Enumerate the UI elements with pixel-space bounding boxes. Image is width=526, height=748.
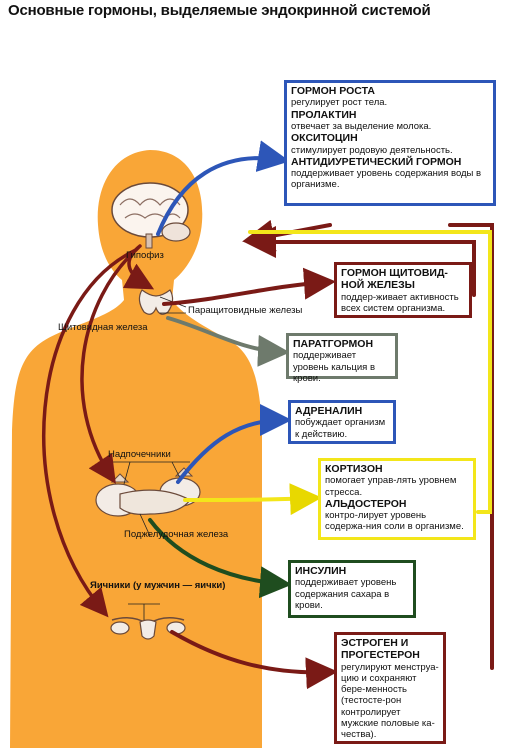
hormone-text: регулирует рост тела. [291,97,388,109]
arrow-pituitary-ovaries [42,248,138,618]
brain-icon [111,182,191,249]
arrow-parathyroid-gray [166,316,290,367]
hormone-text: контро-лирует уровень содержа-ния соли в… [325,510,464,533]
hormone-text: поддерживает уровень содержания воды в о… [291,168,482,191]
arrow-cortisol-loop [248,230,492,514]
hormone-title: ГОРМОН ЩИТОВИД-НОЙ ЖЕЛЕЗЫ [341,267,448,292]
hormone-title: ПРОЛАКТИН [291,108,357,121]
arrow-ovaries-red [170,630,338,690]
arrow-pancreas-green [148,518,292,599]
box-adrenaline: АДРЕНАЛИН побуждает организм к действию. [288,400,396,444]
arrow-pituitary-adrenal [80,246,140,484]
hormone-title: АЛЬДОСТЕРОН [325,497,407,510]
box-insulin: ИНСУЛИН поддерживает уровень содержания … [288,560,416,618]
hormone-text: побуждает организм к действию. [295,417,386,440]
box-estrogen-progesterone: ЭСТРОГЕН И ПРОГЕСТЕРОН регулируют менстр… [334,632,446,744]
label-hypophysis: Гипофиз [126,250,164,261]
arrow-adrenal-blue [176,404,292,484]
hormone-title: АДРЕНАЛИН [295,405,363,417]
label-parathyroid: Паращитовидные железы [188,305,303,316]
ovaries-icon [110,617,186,640]
hormone-text: поддер-живает активность всех систем орг… [341,291,459,314]
box-parathormone: ПАРАТГОРМОН поддерживает уровень кальция… [286,333,398,384]
hormone-title: ЭСТРОГЕН И ПРОГЕСТЕРОН [341,637,420,662]
arrow-estrogen-loop [448,223,494,670]
label-adrenal: Надпочечники [108,449,171,460]
body-silhouette [10,150,262,748]
hormone-title: ИНСУЛИН [295,565,347,577]
hormone-text: отвечает за выделение молока. [291,120,432,132]
box-thyroid-hormone: ГОРМОН ЩИТОВИД-НОЙ ЖЕЛЕЗЫ поддер-живает … [334,262,472,318]
box-pituitary-hormones: ГОРМОН РОСТА регулирует рост тела. ПРОЛА… [284,80,496,206]
hormone-text: поддерживает уровень содержания сахара в… [295,577,397,611]
box-cortisol-aldosterone: КОРТИЗОН помогает управ-лять уровнем стр… [318,458,476,540]
arrow-adrenal-yellow [183,483,322,516]
label-thyroid: Щитовидная железа [58,322,148,333]
hormone-title: АНТИДИУРЕТИЧЕСКИЙ ГОРМОН [291,155,462,168]
hormone-title: ПАРАТГОРМОН [293,338,374,350]
hormone-title: КОРТИЗОН [325,463,383,475]
hormone-title: ОКСИТОЦИН [291,132,358,145]
hormone-text: стимулирует родовую деятельность. [291,144,453,156]
arrow-pituitary-blue [156,140,290,236]
page-title: Основные гормоны, выделяемые эндокринной… [8,2,431,19]
label-ovaries: Яичники (у мужчин — яички) [90,580,226,591]
thyroid-icon [138,289,174,315]
hormone-text: регулируют менструа-цию и сохраняют бере… [341,661,439,740]
kidneys-pancreas-icon [95,467,201,517]
arrow-thyroid-loop [244,226,476,297]
hormone-text: поддерживает уровень кальция в крови. [293,350,375,384]
label-pancreas: Поджелудочная железа [124,529,229,540]
hormone-title: ГОРМОН РОСТА [291,85,375,97]
hormone-text: помогает управ-лять уровнем стресса. [325,475,457,498]
arrow-thyroid-red [162,267,336,306]
